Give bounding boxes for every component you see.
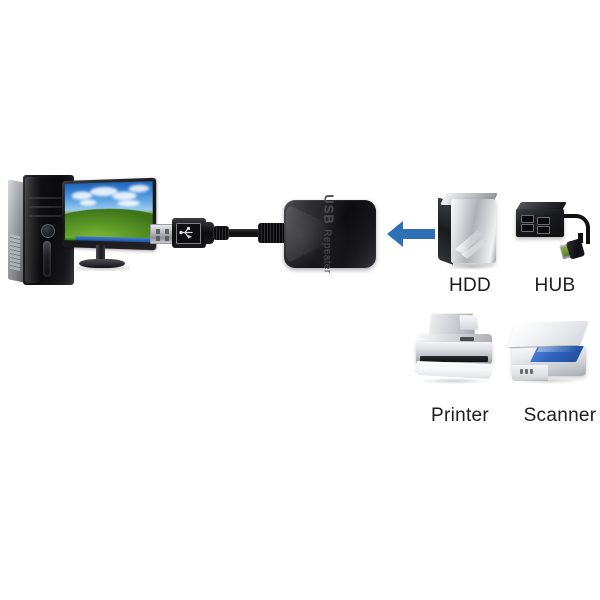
usb-contact-slot <box>156 236 160 241</box>
repeater-body <box>284 200 376 268</box>
tower-drive-bay <box>29 206 67 208</box>
wallpaper-cloud <box>71 191 92 200</box>
tower-drive-bay <box>29 197 67 199</box>
scanner-glass-highlight <box>536 347 578 352</box>
scanner-button <box>520 369 523 374</box>
device-label-printer: Printer <box>430 405 490 426</box>
usb-connector-strain-relief <box>204 222 214 244</box>
hub-port <box>537 226 550 234</box>
hdd-icon <box>437 193 501 270</box>
repeater-label-repeater: Repeater <box>321 229 333 274</box>
wallpaper-cloud <box>79 199 97 206</box>
printer-output-slot <box>420 356 488 362</box>
hub-port <box>521 224 534 232</box>
usb-trident-icon <box>176 223 201 244</box>
monitor-neck <box>96 245 105 261</box>
tower-accent-strip <box>43 241 51 277</box>
printer-control-panel <box>460 337 474 341</box>
printer-top-cover <box>416 334 492 345</box>
hub-port <box>537 217 550 225</box>
printer-feed-slot <box>459 315 479 330</box>
printer-shadow <box>420 378 488 384</box>
wallpaper-cloud <box>117 199 140 207</box>
repeater-branding: USB Repeater <box>319 194 337 273</box>
hub-cable <box>558 214 590 244</box>
tower-vents <box>10 233 20 273</box>
printer-output-paper <box>418 366 494 379</box>
hdd-shadow <box>445 263 497 270</box>
scanner-shadow <box>516 378 582 384</box>
printer-icon <box>412 312 498 392</box>
device-label-scanner: Scanner <box>523 405 597 426</box>
monitor-bezel <box>62 177 157 251</box>
repeater-label-usb: USB <box>321 194 337 225</box>
usb-contact-slot <box>165 229 169 234</box>
tower-gloss <box>25 177 41 283</box>
desktop-taskbar <box>64 236 153 243</box>
hub-port <box>521 215 534 223</box>
usb-contact-slot <box>156 229 160 234</box>
lcd-monitor-icon <box>62 177 157 285</box>
tower-power-button <box>41 224 55 238</box>
wallpaper-cloud <box>112 191 137 201</box>
device-label-hub: HUB <box>534 275 576 296</box>
hub-icon <box>515 200 590 268</box>
cable-strain-relief-near <box>213 226 229 240</box>
hub-cable <box>578 233 583 243</box>
tower-drive-bay <box>29 215 67 217</box>
scanner-button <box>525 369 528 374</box>
start-button-icon <box>64 236 76 241</box>
usb-a-metal-shell <box>150 224 176 244</box>
usb-contact-slot <box>165 236 169 241</box>
scanner-button <box>530 369 533 374</box>
device-label-hdd: HDD <box>448 275 492 296</box>
usb-cable <box>213 229 291 237</box>
monitor-shadow <box>76 265 130 271</box>
scanner-icon <box>507 320 592 394</box>
usb-repeater-device: USB Repeater <box>284 194 376 274</box>
cable-strain-relief-far <box>258 223 288 243</box>
scanner-lid <box>507 320 589 348</box>
monitor-screen <box>64 181 153 243</box>
connection-arrow-icon <box>387 218 435 250</box>
monitor-base <box>79 259 125 268</box>
